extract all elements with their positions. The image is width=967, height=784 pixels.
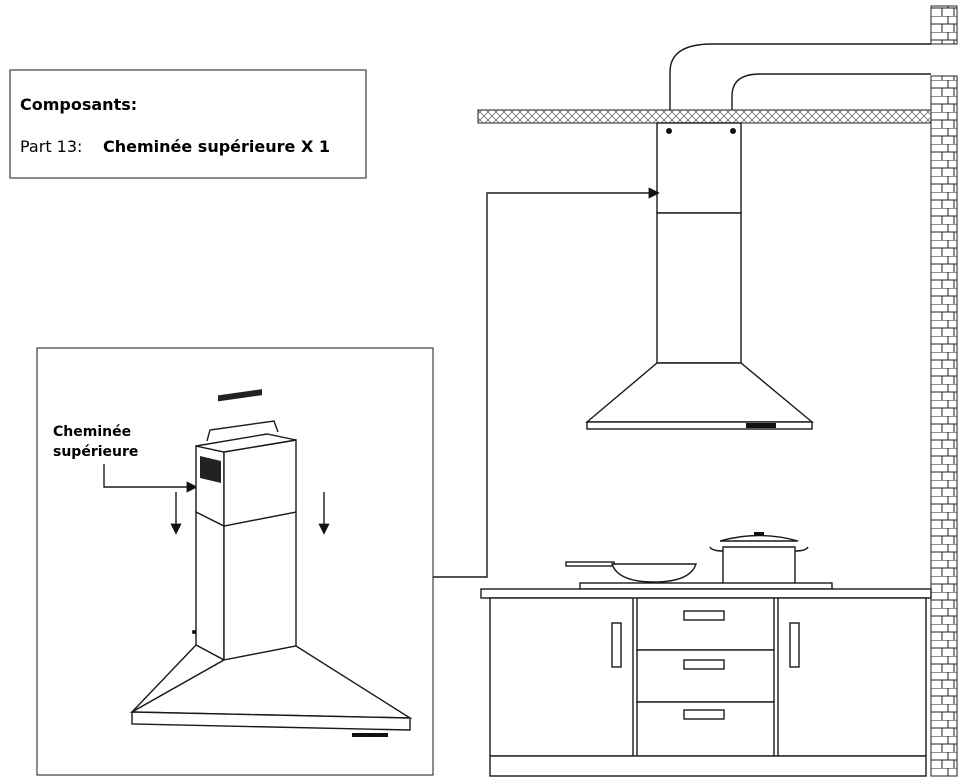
lower-chimney-side	[195, 510, 225, 662]
lower-chimney-installed	[656, 212, 742, 364]
countertop	[480, 588, 932, 599]
mounting-bracket	[206, 420, 279, 442]
screw-icon	[192, 630, 196, 634]
upper-chimney-front	[223, 439, 297, 527]
cabinet-handle	[789, 622, 800, 668]
components-heading: Composants:	[20, 95, 137, 114]
callout-arrow	[103, 464, 198, 493]
chimney-stack-top	[930, 5, 958, 45]
cooktop	[579, 582, 833, 590]
lower-chimney-front	[223, 511, 297, 661]
hood-canopy	[585, 362, 814, 423]
drawer-handle	[683, 709, 725, 720]
wall-bricks	[930, 75, 958, 777]
hood-bottom-rim	[586, 421, 813, 430]
right-cabinet-door	[777, 597, 927, 757]
installed-range-hood	[585, 122, 814, 430]
canopy-rim	[131, 711, 411, 731]
ceiling-slab	[477, 109, 932, 124]
drawer-top	[636, 597, 775, 651]
callout-label-line2: supérieure	[53, 444, 138, 460]
components-box: Composants: Part 13: Cheminée supérieure…	[9, 69, 367, 179]
kitchen-counter	[480, 532, 932, 777]
detail-box-frame	[36, 347, 434, 776]
upper-chimney-installed	[656, 122, 742, 214]
left-cabinet-door	[489, 597, 634, 757]
components-box-frame	[9, 69, 367, 179]
cooking-pot-icon	[709, 532, 809, 585]
frying-pan-icon	[565, 561, 697, 583]
cabinet-plinth	[489, 755, 927, 777]
vent-grille-icon	[200, 456, 221, 483]
drawer-handle	[683, 610, 725, 621]
upper-chimney-top	[195, 433, 297, 453]
detail-box: Cheminée supérieure	[36, 347, 434, 776]
callout-label-line1: Cheminée	[53, 424, 131, 440]
drawer-handle	[683, 659, 725, 670]
exhaust-duct	[669, 43, 931, 110]
brick-wall	[930, 5, 958, 777]
part-number: Part 13:	[20, 137, 82, 156]
screw-icon	[666, 128, 672, 134]
leader-line	[433, 187, 660, 578]
part-name: Cheminée supérieure X 1	[103, 137, 330, 156]
drawer-middle	[636, 649, 775, 703]
cabinet-handle	[611, 622, 622, 668]
control-buttons-icon	[746, 423, 776, 428]
control-buttons-icon	[352, 733, 388, 737]
screw-icon	[730, 128, 736, 134]
bracket-slot	[218, 389, 262, 402]
